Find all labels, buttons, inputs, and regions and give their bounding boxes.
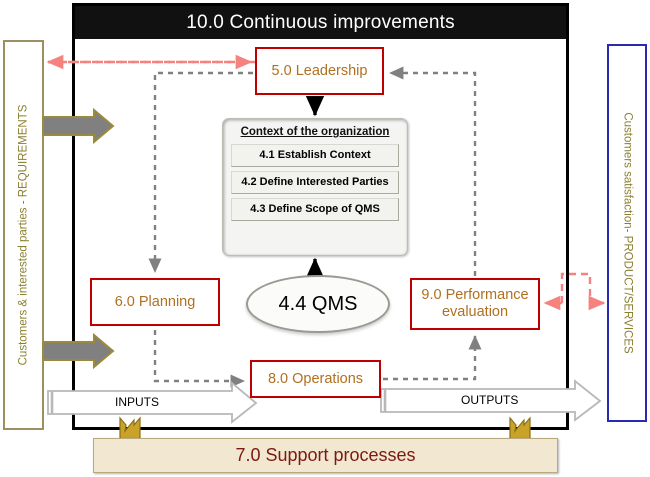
context-item-define-scope-of-qms[interactable]: 4.3 Define Scope of QMS	[231, 198, 399, 221]
right-stakeholder-panel: Customers satisfaction- PRODUCT/SERVICES	[607, 44, 647, 422]
node-support-processes[interactable]: 7.0 Support processes	[93, 438, 558, 473]
right-panel-label: Customers satisfaction- PRODUCT/SERVICES	[621, 112, 634, 354]
left-stakeholder-panel: Customers & interested parties - REQUIRE…	[3, 40, 44, 430]
context-item-establish-context[interactable]: 4.1 Establish Context	[231, 144, 399, 167]
context-of-organization-panel: Context of the organization 4.1 Establis…	[222, 118, 408, 256]
outputs-label: OUTPUTS	[461, 393, 519, 407]
node-qms[interactable]: 4.4 QMS	[246, 275, 390, 333]
diagram-title-bar: 10.0 Continuous improvements	[75, 6, 566, 39]
node-performance-evaluation[interactable]: 9.0 Performance evaluation	[410, 278, 540, 330]
inputs-label: INPUTS	[115, 395, 160, 409]
node-planning[interactable]: 6.0 Planning	[90, 278, 220, 326]
diagram-title: 10.0 Continuous improvements	[186, 11, 455, 33]
context-item-define-interested-parties[interactable]: 4.2 Define Interested Parties	[231, 171, 399, 194]
node-operations[interactable]: 8.0 Operations	[250, 360, 381, 398]
node-leadership[interactable]: 5.0 Leadership	[255, 47, 384, 95]
context-panel-title: Context of the organization	[240, 126, 390, 138]
left-panel-label: Customers & interested parties - REQUIRE…	[17, 104, 29, 366]
